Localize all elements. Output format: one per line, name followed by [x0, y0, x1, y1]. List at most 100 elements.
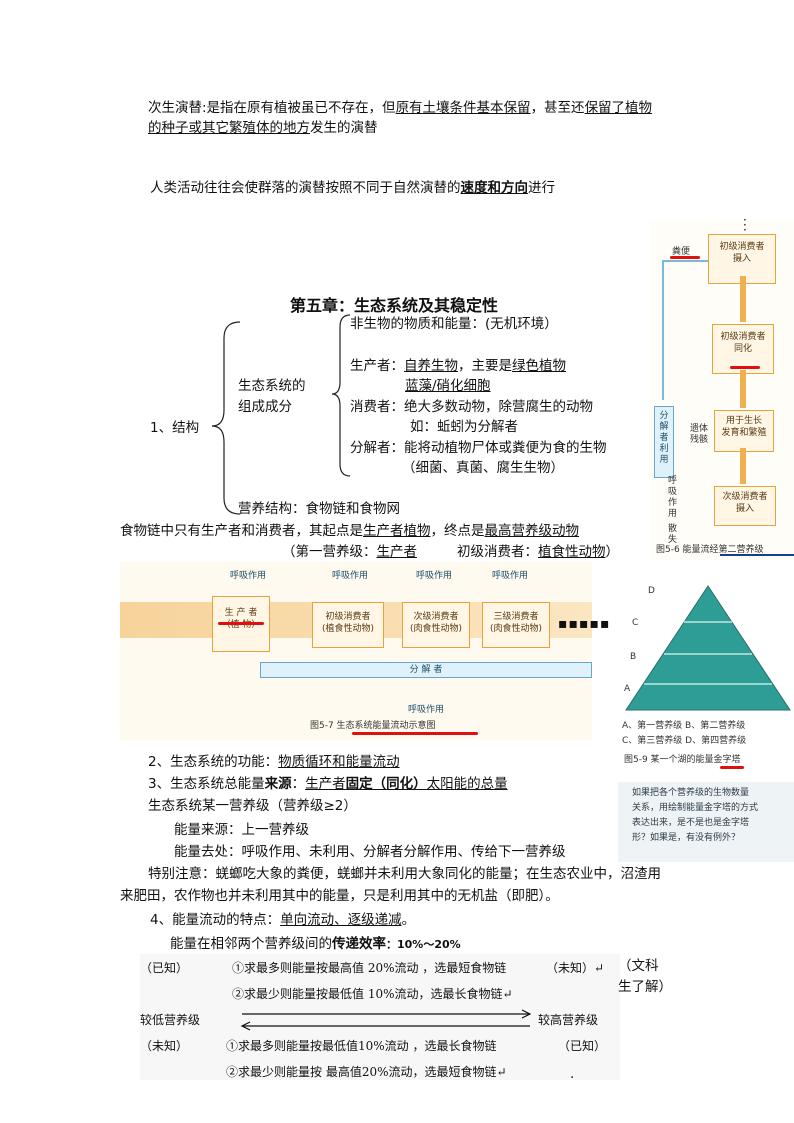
succession-line-2: 的种子或其它繁殖体的地方发生的演替 [148, 118, 378, 138]
rule-3: ①求最多则能量按最低值10%流动 ，选最长食物链 [226, 1039, 497, 1053]
feces-label: 粪便 [672, 247, 691, 257]
text: 4、能量流动的特点： [150, 912, 281, 928]
rule-1: ①求最多则能量按最高值 20%流动 ，选最短食物链 [232, 961, 507, 975]
remains-label: 遗体 残骸 [690, 424, 709, 445]
decomposer-example: （细菌、真菌、腐生生物） [402, 460, 564, 476]
sub-label: (植食性动物) [321, 624, 375, 634]
underlined: 植食性动物 [538, 544, 606, 560]
plant-label: （植 物） [221, 620, 261, 630]
bold: 来源 [264, 776, 292, 792]
arrow-down [740, 448, 746, 484]
arts-note: （文科 生了解） [618, 958, 672, 995]
arrow-down [740, 370, 746, 408]
label: 三级消费者 [493, 612, 539, 622]
efficiency-line: 能量在相邻两个营养级间的传递效率：10%～20% [170, 934, 461, 955]
text: ： [291, 776, 306, 792]
low-level: 较低营养级 [140, 1013, 201, 1027]
text: ） [605, 544, 620, 560]
underlined: 生产者植物 [363, 523, 431, 539]
question-text: 如果把各个营养级的生物数量 关系，用绘制能量金字塔的方式 表达出来，是不是也是金… [632, 788, 759, 843]
consumer-item: 消费者：绝大多数动物，除营腐生的动物 [350, 399, 593, 415]
inner-brace [331, 314, 351, 477]
function-line: 2、生态系统的功能：物质循环和能量流动 [148, 752, 400, 772]
level-b: B [630, 652, 637, 662]
underlined: 速度和方向 [460, 180, 529, 196]
feces-arrow [662, 260, 708, 262]
text: ，甚至还 [530, 100, 585, 116]
trophic-level-line: （第一营养级：生产者 初级消费者：植食性动物） [282, 542, 619, 562]
resp-label-5: 呼吸作用 [408, 705, 445, 715]
text: 进行 [528, 180, 555, 196]
level-d: D [648, 586, 655, 596]
calc-block [140, 954, 620, 1080]
text: 2、生态系统的功能： [148, 754, 279, 770]
figure-5-7: 呼吸作用 呼吸作用 呼吸作用 呼吸作用 生 产 者 （植 物） 初级消费者 (植… [120, 562, 609, 740]
human-activity-line: 人类活动往往会使群落的演替按照不同于自然演替的速度和方向进行 [150, 178, 555, 198]
underlined: 的种子或其它繁殖体的地方 [148, 120, 310, 136]
energy-in: 能量来源：上一营养级 [174, 822, 309, 838]
decomposer-bar: 分 解 者 [260, 662, 592, 678]
text: 初级消费者： [457, 544, 538, 560]
question-box: 如果把各个营养级的生物数量 关系，用绘制能量金字塔的方式 表达出来，是不是也是金… [618, 782, 794, 862]
term: 次生演替: [148, 100, 207, 116]
text: 食物链中只有生产者和消费者，其起点是 [120, 523, 363, 539]
underlined: 单向流动、逐级递减 [280, 912, 402, 928]
producer-item: 生产者：自养生物，主要是绿色植物 [350, 356, 566, 376]
outer-brace [211, 321, 241, 515]
text: ，终点是 [430, 523, 485, 539]
underlined: 固定（同化） [345, 776, 427, 792]
fig56-caption: 图5-6 能量流经第二营养级 [656, 545, 764, 555]
known-2: （已知） [558, 1039, 607, 1053]
tertiary-consumer-box: 三级消费者 (肉食性动物) [482, 602, 550, 648]
text: 发生的演替 [310, 120, 378, 136]
structure-label: 1、结构 [150, 420, 200, 436]
producer-example: 蓝藻/硝化细胞 [405, 378, 491, 394]
ellipsis: ▪▪▪▪▪ [558, 616, 611, 632]
underlined: 最高营养级动物 [484, 523, 580, 539]
secondary-consumer-box: 次级消费者 (肉食性动物) [402, 602, 470, 648]
decomposer-use-box: 分 解 者 利 用 [654, 406, 674, 478]
note-line-1: 特别注意：蜣螂吃大象的粪便，蜣螂并未利用大象同化的能量；在生态农业中，沼渣用 [148, 866, 661, 882]
fig57-caption: 图5-7 生态系统能量流动示意图 [310, 721, 436, 731]
underlined: 太阳能的总量 [426, 776, 508, 792]
text: ，主要是 [458, 358, 512, 374]
trailing-dot: . [570, 1066, 575, 1082]
underlined: 自养生物 [404, 358, 458, 374]
text: 生产者： [350, 358, 404, 374]
underlined: 生产者 [376, 544, 418, 560]
feces-vertical [662, 260, 664, 400]
resp-label-3: 呼吸作用 [416, 571, 453, 581]
producer-label: 生 产 者 [224, 608, 258, 618]
red-underline [218, 622, 264, 625]
text: （第一营养级： [282, 544, 377, 560]
bold: 传递效率 [332, 936, 386, 952]
sub-label: (肉食性动物) [409, 624, 463, 634]
sub-label: (肉食性动物) [489, 624, 543, 634]
resp-label-2: 呼吸作用 [332, 571, 369, 581]
fig59-caption: 图5-9 某一个湖的能量金字塔 [624, 755, 741, 765]
succession-line-1: 次生演替:是指在原有植被虽已不存在，但原有土壤条件基本保留，甚至还保留了植物 [148, 98, 652, 118]
label: 初级消费者 [325, 612, 371, 622]
pyramid-legend-2: C、第三营养级 D、第四营养级 [622, 736, 747, 746]
underlined: 保留了植物 [584, 100, 653, 116]
red-underline [720, 766, 744, 769]
text: 3、生态系统总能量 [148, 776, 265, 792]
dots: ··· [743, 213, 747, 237]
unknown-2: （未知） [140, 1039, 189, 1053]
underlined: 物质循环和能量流动 [278, 754, 400, 770]
energy-pyramid [625, 585, 791, 711]
direction-arrows [240, 1009, 532, 1031]
arrow-down [740, 276, 746, 322]
rule-2: ②求最少则能量按最低值 10%流动，选最长食物链↵ [232, 987, 513, 1001]
secondary-intake-box: 次级消费者 摄入 [714, 486, 776, 526]
chapter-title: 第五章：生态系统及其稳定性 [290, 296, 499, 315]
decomposer-item: 分解者：能将动植物尸体或粪便为食的生物 [350, 440, 607, 456]
respiration-label: 呼 吸 作 用 [668, 476, 678, 519]
loss-label: 散 失 [668, 524, 678, 545]
known-1: （已知） [140, 961, 189, 975]
text: 。 [401, 912, 416, 928]
figure-5-6: ··· 初级消费者 摄入 粪便 初级消费者 同化 分 解 者 利 用 遗体 残骸… [650, 213, 794, 560]
text: 能量在相邻两个营养级间的 [170, 936, 332, 952]
composition-label-1: 生态系统的 [238, 378, 306, 394]
red-underline [730, 366, 760, 369]
